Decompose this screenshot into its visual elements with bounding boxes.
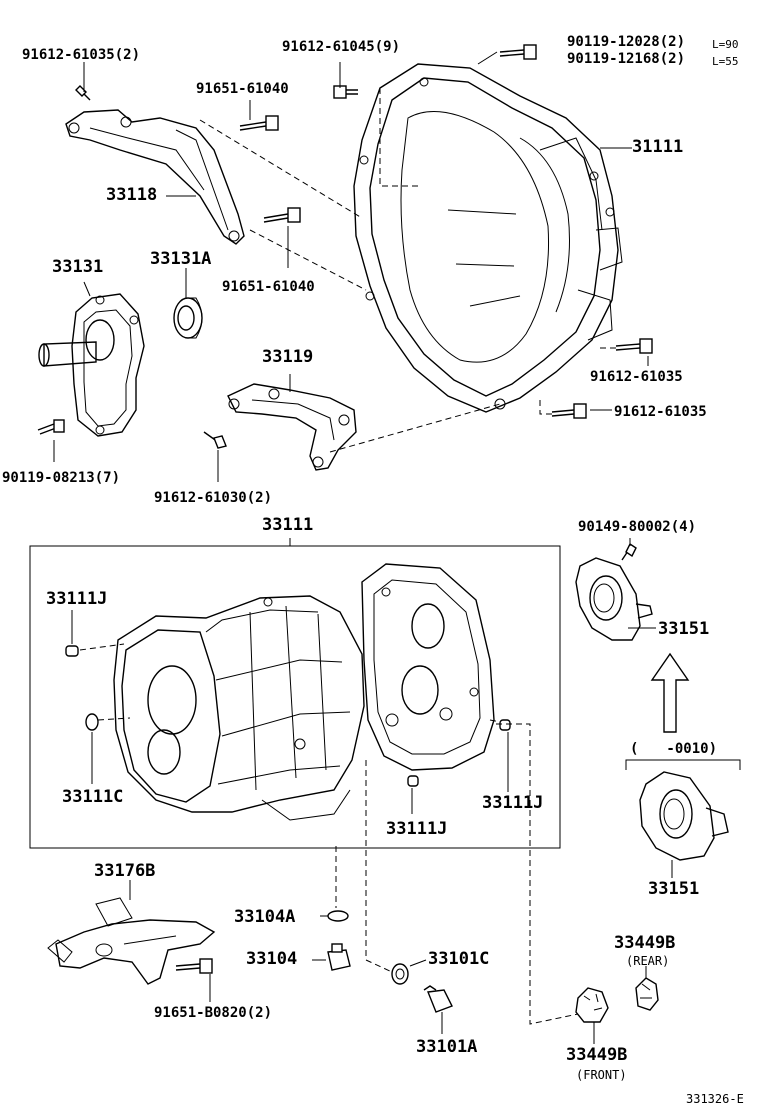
gasket-33101C [391,963,409,985]
dowel-pin-33111J-a [65,645,79,657]
bolt-91612-61045 [333,85,358,99]
plug-33104 [327,943,351,971]
bolt-90119-08213 [37,419,65,435]
bolt-90119-12028 [499,44,537,60]
label-33119: 33119 [262,347,314,367]
label-33111J-c: 33111J [482,793,544,813]
arrow-up-icon [650,652,690,733]
label-90119-12168-2: 90119-12168(2) [567,51,686,67]
bolt-91612-61035-right-b [551,403,587,419]
bolt-91612-61035-upper-left [75,85,91,101]
label-91612-61030-2: 91612-61030(2) [154,490,273,506]
label-33131: 33131 [52,257,104,277]
label-33449B-rear: 33449B [614,933,676,953]
label-91651-61040-a: 91651-61040 [196,81,289,97]
label-rear: (REAR) [626,954,670,968]
case-assembly-box [29,545,561,849]
label-33101A: 33101A [416,1037,478,1057]
label-33131A: 33131A [150,249,212,269]
label-91612-61045-9: 91612-61045(9) [282,39,401,55]
plug-33111C [85,713,99,731]
diagram-reference-code: 331326-E [686,1092,744,1106]
screw-90149-80002 [621,542,637,561]
bolt-91612-61030 [203,431,227,449]
bracket-33118 [65,109,245,245]
label-serial-range: ( -0010) [630,741,718,757]
clutch-housing-31111 [353,63,623,413]
label-33118: 33118 [106,185,158,205]
label-33151-a: 33151 [658,619,710,639]
bolt-91612-61035-right-a [615,338,653,354]
range-bracket [625,759,741,770]
bracket-33176B [47,897,216,985]
label-33104A: 33104A [234,907,296,927]
extension-housing-33131 [38,293,145,437]
label-length-55: L=55 [712,55,739,68]
plug-33101A [423,985,453,1013]
label-33111J-a: 33111J [46,589,108,609]
label-33111J-b: 33111J [386,819,448,839]
transmission-case [113,595,365,821]
leader-lines-upper [53,51,649,482]
gasket-33104A [327,910,349,922]
label-33176B: 33176B [94,861,156,881]
oil-seal-33131A [173,297,203,339]
label-31111: 31111 [632,137,684,157]
label-front: (FRONT) [576,1068,627,1082]
retainer-33151-a [575,557,653,641]
bolt-91651-61040-a [239,115,279,131]
label-33101C: 33101C [428,949,490,969]
label-33104: 33104 [246,949,298,969]
label-33111C: 33111C [62,787,124,807]
dowel-pin-33111J-b [407,775,419,787]
label-91612-61035-2: 91612-61035(2) [22,47,141,63]
gear-33449B-rear [635,977,659,1011]
label-33449B-front: 33449B [566,1045,628,1065]
bracket-33119 [227,383,357,471]
dowel-pin-33111J-c [499,719,511,731]
adapter-plate [361,563,495,771]
label-91612-61035-a: 91612-61035 [590,369,683,385]
retainer-33151-b [639,771,729,861]
label-90119-08213-7: 90119-08213(7) [2,470,121,486]
label-33111: 33111 [262,515,314,535]
label-91651-61040-b: 91651-61040 [222,279,315,295]
label-91612-61035-b: 91612-61035 [614,404,707,420]
label-91651-B0820-2: 91651-B0820(2) [154,1005,273,1021]
leader-lines-box [71,610,509,814]
gear-33449B-front [575,987,609,1023]
label-length-90: L=90 [712,38,739,51]
bolt-91651-B0820 [175,958,213,974]
label-90119-12028-2: 90119-12028(2) [567,34,686,50]
bolt-91651-61040-b [263,207,301,223]
label-33151-b: 33151 [648,879,700,899]
label-90149-80002-4: 90149-80002(4) [578,519,697,535]
